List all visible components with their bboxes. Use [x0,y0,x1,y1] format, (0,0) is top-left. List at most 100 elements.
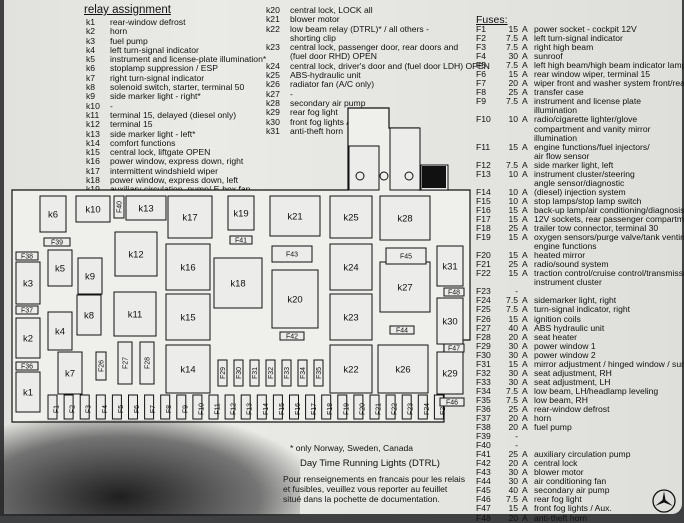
relay-socket-k17 [167,195,213,239]
fuse-amperage: 7.5 [506,385,518,396]
fuse-description: horn [534,413,552,424]
relay-id: k21 [266,14,280,25]
fuse-unit: A [522,503,528,514]
relay-description: central lock, LOCK all [290,5,373,15]
relay-label-k1: k1 [23,388,33,399]
fuse-description: rear window wiper, terminal 15 [534,69,651,80]
fuse-unit: A [522,313,528,324]
fuse-description: seat heater [534,331,577,342]
fuse-unit: A [522,485,528,496]
relay-label-k25: k25 [343,213,358,224]
fuse-slot-F6 [128,394,138,420]
relay-id: k24 [266,60,280,71]
relay-label-k6: k6 [48,210,58,221]
fuse-slot-F27 [117,341,133,385]
relay-id: k13 [86,128,100,139]
fuse-slot-F32 [265,359,276,387]
fuse-slot-F44 [389,325,415,335]
fuse-amperage: 7.5 [506,304,518,315]
relay-label-k5: k5 [55,264,65,275]
fuse-label-F23: F23 [408,403,415,415]
relay-label-k11: k11 [128,310,143,321]
fuse-id: F15 [476,195,491,206]
fuse-id: F41 [476,449,491,460]
fuse-amperage: 20 [508,331,518,342]
fuse-amperage: 7.5 [506,60,518,71]
fuse-amperage: 10 [508,168,518,179]
relay-label-k4: k4 [55,327,65,338]
fuse-amperage: 15 [508,232,518,243]
fuse-label-F46: F46 [446,400,458,407]
fuse-slot-F47 [443,343,465,353]
fuse-label-F20: F20 [359,403,366,415]
fuse-description: rear fog light [534,494,582,505]
fuse-amperage: 30 [508,476,518,487]
relay-description: stoplamp suppression / ESP [110,63,218,74]
fuse-slot-F12 [224,394,235,420]
fuse-unit: A [522,413,528,424]
relay-description: solenoid switch, starter, terminal 50 [110,82,245,93]
fuse-amperage: 20 [508,422,518,433]
fuse-amperage: - [515,440,518,451]
relay-label-k23: k23 [343,313,358,324]
fuse-id: F3 [476,42,487,53]
fuse-slot-F42 [279,331,305,341]
relay-label-k18: k18 [230,279,245,290]
fuse-description: illumination [534,132,577,143]
fuse-slot-F39 [43,237,71,247]
fuse-label-F21: F21 [376,403,383,415]
fuse-description: air flow sensor [534,150,590,161]
fuse-amperage: 15 [508,204,518,215]
fuse-label-F26: F26 [99,360,106,372]
fuse-id: F20 [476,250,491,261]
relay-socket-k4 [47,311,73,351]
relay-description: - [110,100,113,111]
fuse-label-F35: F35 [316,367,323,379]
relay-id: k14 [86,137,100,148]
fuse-label-F40: F40 [117,201,124,213]
fuse-amperage: 40 [508,485,518,496]
fuse-slot-F24 [417,394,428,420]
relay-socket-k11 [113,291,157,337]
relay-label-k22: k22 [343,365,358,376]
relay-label-k8: k8 [84,311,94,322]
relay-socket-k20 [271,269,319,329]
relay-id: k12 [86,119,100,130]
fuse-label-F10: F10 [198,403,205,415]
connector-pin [355,171,365,181]
relay-label-k27: k27 [397,283,412,294]
relay-id: k15 [86,147,100,158]
fuse-amperage: 7.5 [506,33,518,44]
fuse-id: F23 [476,286,491,297]
fuse-label-F39: F39 [51,240,63,247]
fuse-label-F13: F13 [247,403,254,415]
fuse-description: ignition coils [534,313,581,324]
relay-description: anti-theft horn [290,125,344,136]
fuse-description: left turn-signal indicator [534,33,623,44]
fuse-slot-F29 [217,359,228,387]
fuse-label-F14: F14 [263,403,270,415]
fuse-slot-F36 [15,361,39,371]
fuse-description: rear-window defrost [534,403,610,414]
fuse-description: instrument cluster [534,277,602,288]
fuse-id: F42 [476,458,491,469]
relay-id: k22 [266,23,280,34]
fuse-id: F14 [476,186,491,197]
fuse-id: F30 [476,349,491,360]
relay-id: k9 [86,91,96,102]
relay-id: k16 [86,156,100,167]
relay-description: terminal 15 [110,119,153,130]
fuse-unit: A [522,42,528,53]
fuse-id: F21 [476,259,491,270]
fuse-label-F7: F7 [150,405,157,413]
fuse-slot-F35 [313,359,324,387]
fuse-amperage: 10 [508,195,518,206]
fuse-label-F19: F19 [343,403,350,415]
fuse-slot-F4 [95,394,106,420]
fuse-description: air conditioning fan [534,476,607,487]
fuse-description: central lock [534,458,578,469]
fuse-id: F31 [476,358,491,369]
relay-socket-k2 [15,317,41,359]
relay-description: central lock, liftgate OPEN [110,147,211,158]
